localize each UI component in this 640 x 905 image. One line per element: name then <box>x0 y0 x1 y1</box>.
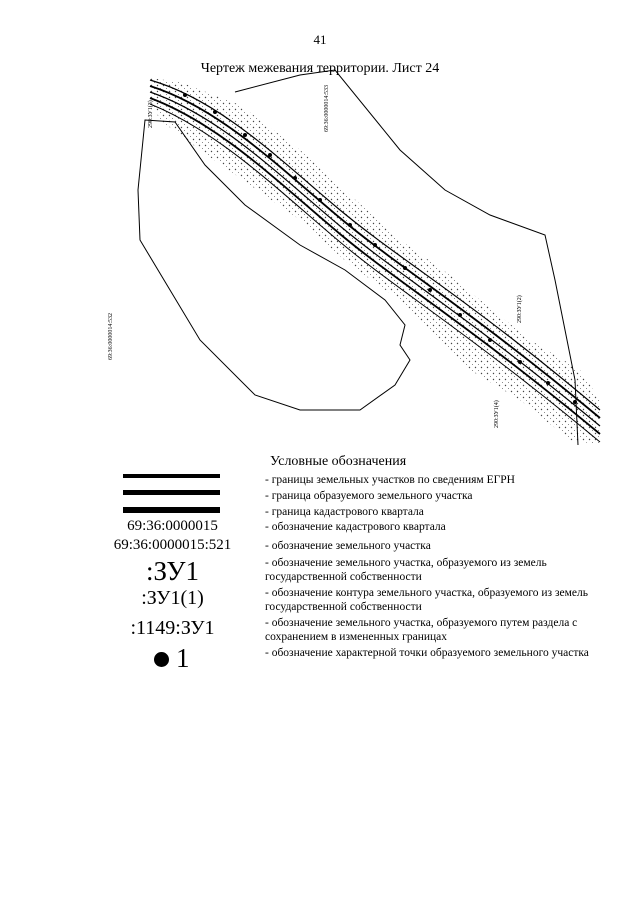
cadastral-quarter-boundary <box>137 119 411 411</box>
legend-item-point: - обозначение характерной точки образуем… <box>265 647 589 659</box>
symbol-split-parcel: :1149:ЗУ1 <box>130 617 215 639</box>
legend-item-quarter-boundary: - граница кадастрового квартала <box>265 506 424 518</box>
quarter-label-532: 69:36:0000014:532 <box>108 313 114 360</box>
quarter-label-533: 69:36:0000014:533 <box>324 85 330 132</box>
sheet-title: Чертеж межевания территории. Лист 24 <box>200 61 440 76</box>
legend-item-parcel-code: - обозначение земельного участка <box>265 540 431 552</box>
symbol-parcel-code: 69:36:0000015:521 <box>113 537 232 553</box>
characteristic-points <box>183 93 577 404</box>
legend-item-egrn-boundary: - границы земельных участков по сведения… <box>265 474 515 486</box>
parcel-label-zu1-3: 290:ЗУ1(3) <box>147 100 154 128</box>
symbol-new-parcel-boundary <box>123 490 220 495</box>
parcel-label-zu1-2: 290:ЗУ1(2) <box>516 295 523 323</box>
symbol-quarter-code: 69:36:0000015 <box>127 518 218 534</box>
symbol-point-number: 1 <box>176 643 190 673</box>
page-number: 41 <box>313 32 327 47</box>
legend-item-quarter-code: - обозначение кадастрового квартала <box>265 521 446 533</box>
legend-item-new-parcel: - обозначение земельного участка, образу… <box>265 557 547 583</box>
cadastral-map: 69:36:0000014:533 69:36:0000014:532 290:… <box>108 69 601 446</box>
parcel-label-zu1-4: 290:ЗУ1(4) <box>493 400 500 428</box>
cadastral-quarter-boundary-east <box>234 69 579 446</box>
legend-title: Условные обозначения <box>270 454 407 469</box>
symbol-new-parcel: :ЗУ1 <box>146 556 199 586</box>
legend-item-split-parcel: - обозначение земельного участка, образу… <box>265 617 578 643</box>
symbol-egrn-boundary <box>123 474 220 478</box>
symbol-point-dot <box>154 652 169 667</box>
legend-item-new-contour: - обозначение контура земельного участка… <box>265 587 588 613</box>
symbol-new-contour: :ЗУ1(1) <box>141 587 204 609</box>
symbol-quarter-boundary <box>123 507 220 513</box>
legend-item-new-parcel-boundary: - граница образуемого земельного участка <box>265 490 473 502</box>
corridor-lines <box>149 79 601 443</box>
